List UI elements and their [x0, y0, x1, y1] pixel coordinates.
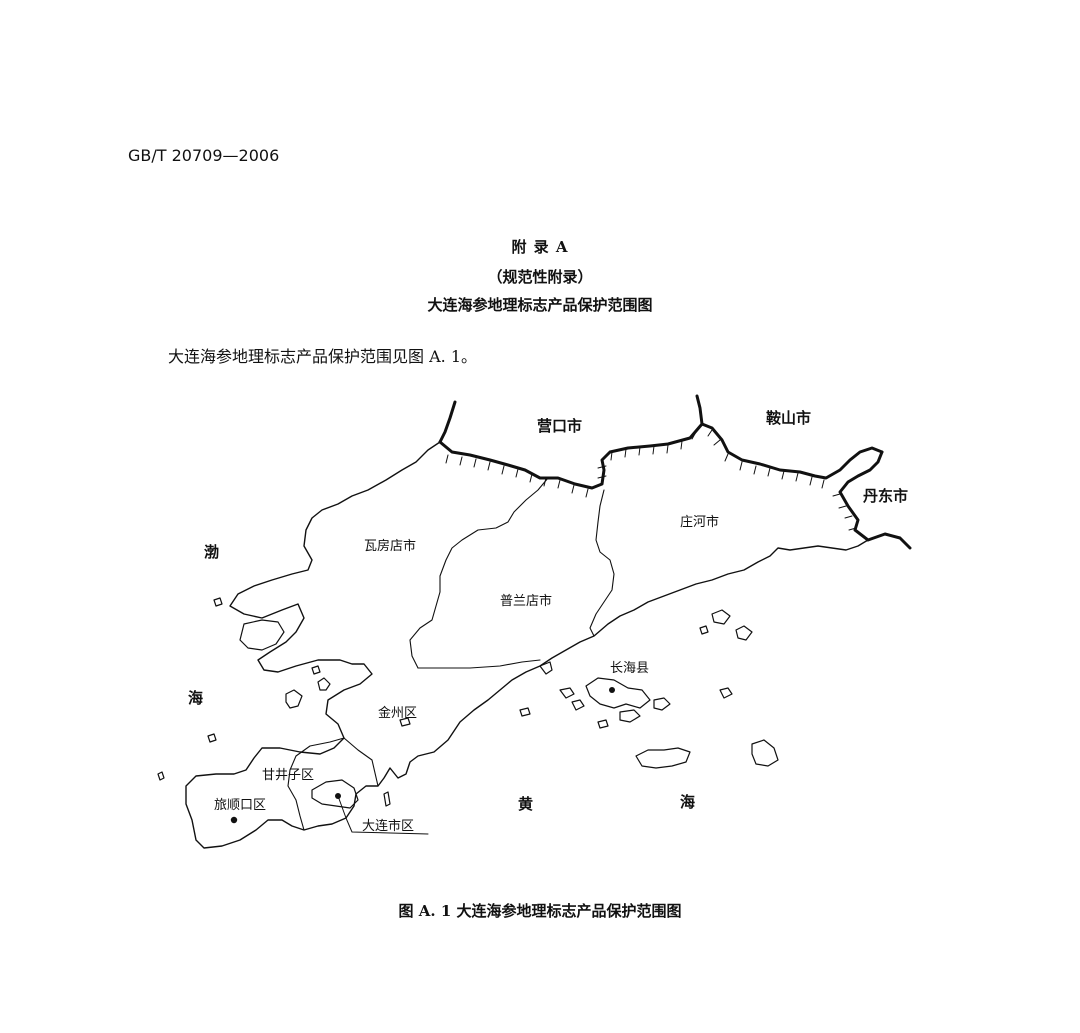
- label-jinzhou: 金州区: [378, 706, 418, 721]
- label-pulandian: 普兰店市: [500, 594, 553, 609]
- appendix-type: （规范性附录）: [487, 268, 593, 286]
- label-anshan: 鞍山市: [766, 409, 812, 427]
- label-dandong: 丹东市: [863, 487, 909, 505]
- dalian-city-leader: [337, 795, 429, 835]
- body-paragraph: 大连海参地理标志产品保护范围见图 A. 1。: [168, 347, 477, 366]
- label-bohai-hai: 海: [188, 689, 204, 707]
- bohai-islands: [157, 597, 331, 781]
- label-wafangdian: 瓦房店市: [364, 539, 417, 554]
- internal-boundaries: [287, 477, 615, 831]
- yellow-sea-islands: [383, 609, 779, 807]
- label-changhai: 长海县: [610, 661, 650, 676]
- town-markers: [230, 687, 615, 824]
- label-ganjingzi: 甘井子区: [262, 768, 315, 783]
- appendix-heading: 附 录 A: [511, 238, 569, 256]
- northern-boundary: [438, 394, 912, 550]
- label-bohai-bo: 渤: [204, 543, 220, 561]
- standard-code: GB/T 20709—2006: [128, 146, 280, 165]
- label-huanghai-hai: 海: [680, 793, 696, 811]
- label-lvshunkou: 旅顺口区: [214, 798, 267, 813]
- label-dalian-city: 大连市区: [362, 819, 415, 834]
- label-yingkou: 营口市: [537, 417, 583, 435]
- label-zhuanghe: 庄河市: [680, 515, 720, 530]
- dalian-city-district: [311, 779, 359, 809]
- figure-caption: 图 A. 1 大连海参地理标志产品保护范围图: [398, 902, 682, 920]
- label-huanghai-huang: 黄: [518, 795, 534, 813]
- appendix-title: 大连海参地理标志产品保护范围图: [427, 296, 653, 314]
- coastline: [185, 441, 869, 849]
- boundary-hatching: [445, 429, 857, 531]
